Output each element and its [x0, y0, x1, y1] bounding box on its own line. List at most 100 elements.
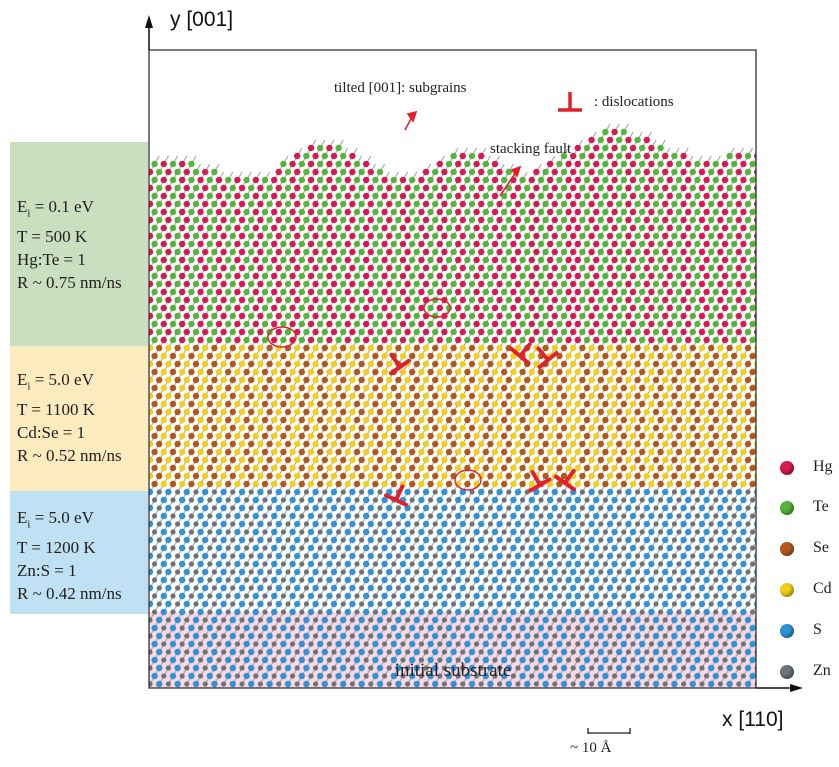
atom-te: [634, 328, 641, 336]
atom-cd: [606, 440, 614, 448]
atom-te: [335, 160, 342, 168]
atom-te: [376, 184, 384, 192]
atom-te: [413, 200, 420, 208]
atom-cd: [220, 408, 227, 416]
atom-s: [179, 560, 186, 568]
atom-zn: [303, 537, 309, 543]
atom-hg: [179, 256, 186, 264]
atom-hg: [149, 248, 154, 256]
atom-cd: [441, 376, 448, 384]
atom-hg: [606, 280, 614, 288]
atom-cd: [330, 408, 338, 416]
atom-s: [307, 576, 315, 584]
atom-zn: [437, 625, 443, 631]
atom-hg: [588, 296, 595, 304]
atom-te: [583, 208, 591, 216]
atom-te: [445, 160, 453, 168]
atom-se: [652, 472, 660, 480]
atom-se: [560, 472, 568, 480]
atom-te: [482, 304, 489, 312]
atom-zn: [340, 601, 346, 607]
atom-cd: [625, 376, 632, 384]
atom-te: [303, 312, 310, 320]
atom-se: [353, 400, 361, 408]
atom-cd: [648, 384, 655, 392]
atom-te: [395, 200, 402, 208]
atom-cd: [257, 392, 264, 400]
atom-se: [634, 376, 641, 384]
atom-se: [482, 480, 489, 488]
atom-hg: [252, 224, 259, 232]
atom-te: [583, 176, 591, 184]
atom-s: [450, 648, 457, 656]
atom-hg: [326, 288, 333, 296]
atom-se: [519, 384, 526, 392]
atom-zn: [612, 673, 618, 679]
atom-se: [501, 480, 508, 488]
atom-te: [726, 152, 733, 160]
atom-s: [625, 536, 632, 544]
atom-te: [464, 272, 471, 280]
atom-hg: [740, 256, 747, 264]
atom-hg: [149, 216, 154, 224]
atom-s: [188, 672, 195, 680]
atom-hg: [754, 153, 756, 159]
atom-se: [376, 424, 384, 432]
atom-se: [675, 384, 683, 392]
atom-zn: [221, 665, 227, 671]
atom-zn: [423, 649, 429, 655]
atom-se: [579, 376, 586, 384]
atom-cd: [234, 480, 241, 488]
atom-cd: [528, 400, 535, 408]
atom-se: [657, 480, 664, 488]
atom-se: [708, 456, 715, 464]
atom-se: [188, 480, 195, 488]
atom-se: [298, 432, 305, 440]
atom-te: [639, 304, 646, 312]
atom-se: [192, 360, 200, 368]
atom-s: [731, 640, 738, 648]
atom-zn: [165, 617, 171, 623]
atom-zn: [464, 497, 470, 503]
atom-te: [353, 272, 361, 280]
atom-se: [597, 360, 604, 368]
atom-s: [496, 584, 503, 592]
atom-hg: [533, 312, 540, 320]
atom-se: [298, 400, 305, 408]
atom-te: [579, 184, 586, 192]
atom-cd: [271, 384, 278, 392]
atom-s: [160, 496, 167, 504]
atom-zn: [653, 569, 659, 575]
atom-s: [188, 640, 195, 648]
atom-s: [215, 608, 223, 616]
atom-cd: [551, 408, 558, 416]
atom-hg: [165, 248, 172, 256]
atom-hg: [363, 320, 370, 328]
atom-se: [726, 456, 733, 464]
atom-cd: [149, 440, 154, 448]
atom-hg: [574, 256, 581, 264]
atom-se: [616, 472, 623, 480]
atom-s: [165, 568, 172, 576]
atom-cd: [330, 344, 338, 352]
atom-s: [386, 504, 393, 512]
atom-te: [353, 224, 361, 232]
atom-hg: [685, 208, 692, 216]
atom-cd: [202, 376, 209, 384]
atom-cd: [234, 448, 241, 456]
atom-s: [565, 592, 572, 600]
atom-s: [717, 568, 724, 576]
atom-cd: [643, 408, 650, 416]
atom-zn: [262, 561, 268, 567]
atom-hg: [257, 328, 264, 336]
atom-zn: [262, 545, 268, 551]
atom-te: [712, 208, 719, 216]
atom-hg: [220, 264, 227, 272]
atom-cd: [238, 392, 246, 400]
atom-hg: [183, 168, 190, 176]
atom-hg: [455, 160, 462, 168]
atom-se: [280, 416, 287, 424]
atom-se: [556, 400, 563, 408]
atom-hg: [606, 136, 614, 144]
atom-hg: [625, 248, 632, 256]
